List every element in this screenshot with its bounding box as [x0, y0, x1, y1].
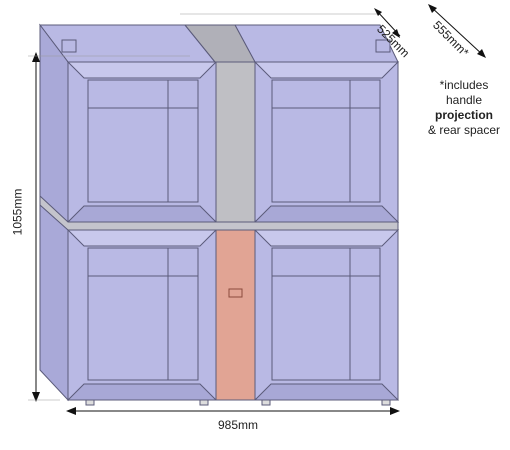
footnote-line: handle [445, 93, 483, 107]
handle-right [375, 39, 391, 53]
footnote-line: *includes [439, 78, 489, 92]
foot [85, 399, 95, 406]
depth-with-handle-dimension-line [429, 5, 485, 57]
width-arrow-left [66, 407, 76, 415]
footnote: *includes handle projection & rear space… [418, 78, 510, 138]
height-label: 1055mm [10, 188, 25, 236]
height-arrow-top [32, 52, 40, 62]
footnote-line: projection [434, 108, 493, 122]
center-column-upper [215, 61, 256, 223]
foot [199, 399, 209, 406]
center-column-lower [215, 229, 256, 401]
handle-left [61, 39, 77, 53]
door-bottom-right [253, 229, 400, 401]
door-bottom-left [66, 229, 218, 401]
door-top-right [253, 61, 400, 223]
foot [261, 399, 271, 406]
foot [381, 399, 391, 406]
width-label: 985mm [218, 418, 259, 432]
width-arrow-right [390, 407, 400, 415]
door-top-left [66, 61, 218, 223]
footnote-line: & rear spacer [427, 123, 501, 137]
center-column-slot [228, 288, 243, 298]
height-arrow-bottom [32, 392, 40, 402]
